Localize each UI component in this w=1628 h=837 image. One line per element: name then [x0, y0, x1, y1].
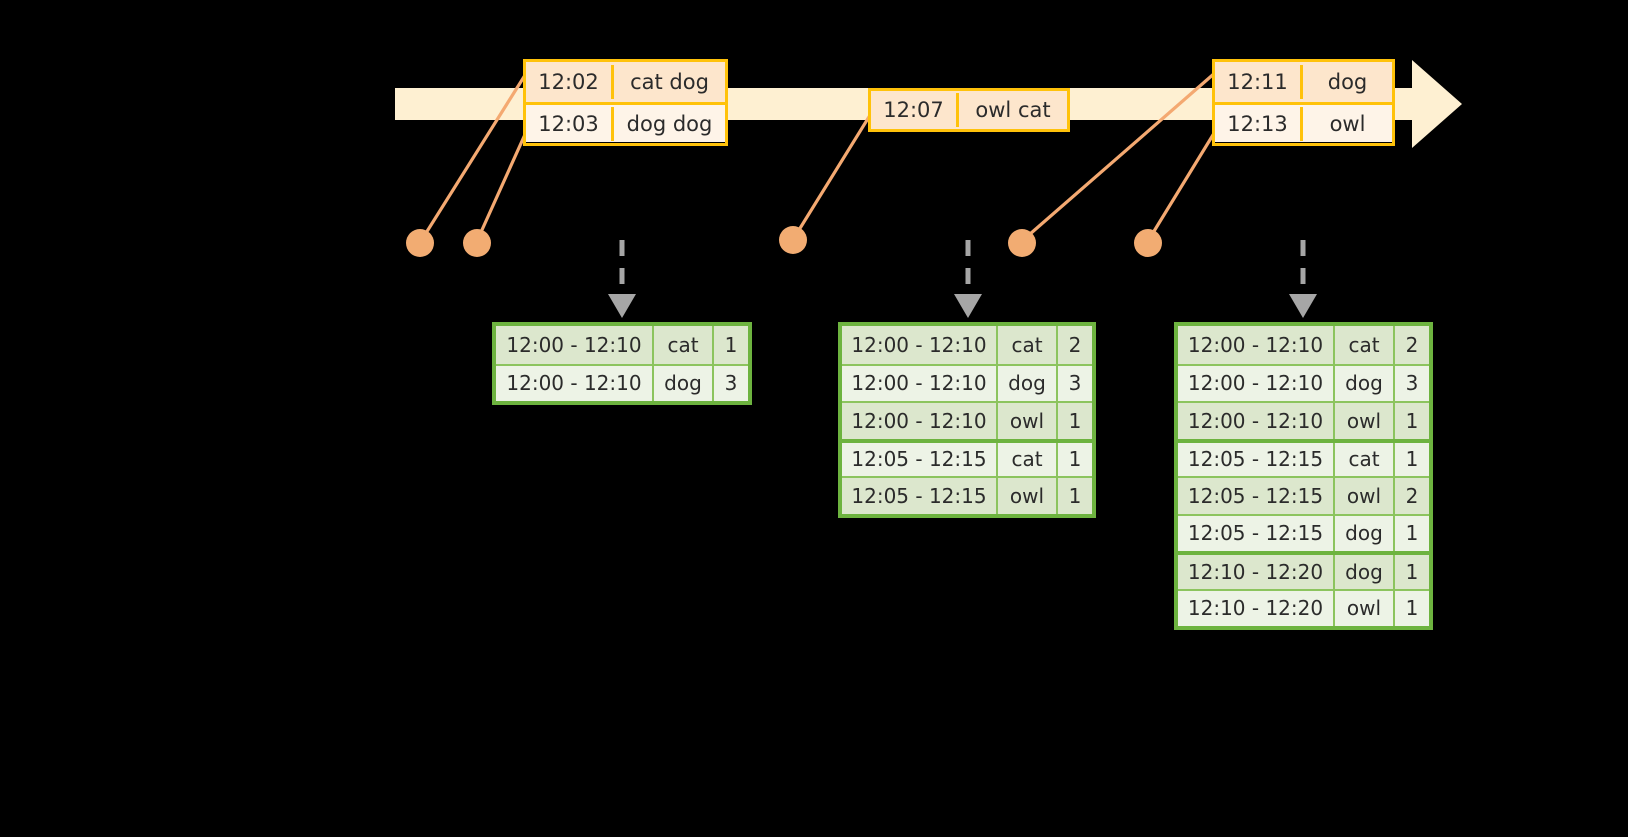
- cell-window: 12:00 - 12:10: [496, 365, 654, 401]
- event-box-group-3: 12:11 dog 12:13 owl: [1212, 59, 1395, 146]
- cell-word: owl: [1335, 478, 1395, 514]
- cell-count: 1: [1068, 447, 1082, 472]
- event-time: 12:03: [526, 106, 614, 141]
- event-value: dog dog: [626, 111, 713, 136]
- cell-count: 2: [1068, 332, 1082, 357]
- cell-window: 12:10 - 12:20: [1178, 555, 1335, 589]
- cell-word: cat: [654, 326, 714, 364]
- event-time: 12:07: [871, 93, 959, 127]
- cell-word: dog: [1335, 515, 1395, 551]
- event-row: 12:02 cat dog: [526, 62, 725, 102]
- cell-window: 12:00 - 12:10: [842, 326, 998, 364]
- event-time: 12:13: [1215, 106, 1303, 141]
- cell-count: 1: [1405, 559, 1419, 584]
- cell-word: dog: [998, 365, 1058, 401]
- event-box-group-1: 12:02 cat dog 12:03 dog dog: [523, 59, 728, 146]
- event-row: 12:13 owl: [1215, 102, 1392, 142]
- cell-word: cat: [1335, 326, 1395, 364]
- cell-window: 12:05 - 12:15: [842, 442, 998, 476]
- cell-window: 12:00 - 12:10: [842, 403, 998, 439]
- event-row: 12:11 dog: [1215, 62, 1392, 102]
- cell-word: owl: [1335, 590, 1395, 626]
- cell-word: cat: [998, 442, 1058, 476]
- cell-word: dog: [654, 365, 714, 401]
- cell-count: 1: [1068, 483, 1082, 508]
- event-value: owl: [1329, 111, 1366, 136]
- dashed-arrows: [619, 240, 1306, 298]
- dot-1207: [779, 226, 807, 254]
- cell-count: 1: [1405, 521, 1419, 546]
- dot-1213: [1134, 229, 1162, 257]
- cell-window: 12:00 - 12:10: [842, 365, 998, 401]
- cell-count: 1: [1405, 447, 1419, 472]
- event-value: owl cat: [975, 98, 1051, 122]
- cell-word: owl: [998, 478, 1058, 514]
- event-box-group-2: 12:07 owl cat: [868, 88, 1070, 132]
- dot-1202-a: [406, 229, 434, 257]
- cell-window: 12:10 - 12:20: [1178, 590, 1335, 626]
- event-row: 12:07 owl cat: [871, 91, 1067, 129]
- cell-word: cat: [998, 326, 1058, 364]
- connector-dots: [406, 226, 1162, 257]
- event-value: cat dog: [630, 70, 709, 94]
- cell-count: 3: [724, 371, 738, 396]
- dot-1203-b: [463, 229, 491, 257]
- cell-word: dog: [1335, 365, 1395, 401]
- cell-count: 1: [1068, 408, 1082, 433]
- cell-window: 12:05 - 12:15: [1178, 515, 1335, 551]
- event-value: dog: [1327, 70, 1368, 94]
- cell-window: 12:05 - 12:15: [1178, 478, 1335, 514]
- cell-window: 12:00 - 12:10: [1178, 403, 1335, 439]
- cell-window: 12:05 - 12:15: [842, 478, 998, 514]
- cell-word: dog: [1335, 555, 1395, 589]
- cell-word: cat: [1335, 442, 1395, 476]
- cell-count: 1: [1405, 596, 1419, 621]
- cell-window: 12:05 - 12:15: [1178, 442, 1335, 476]
- cell-word: owl: [1335, 403, 1395, 439]
- dot-1211: [1008, 229, 1036, 257]
- cell-word: owl: [998, 403, 1058, 439]
- cell-count: 2: [1405, 332, 1419, 357]
- cell-count: 3: [1405, 371, 1419, 396]
- cell-count: 3: [1068, 371, 1082, 396]
- cell-window: 12:00 - 12:10: [1178, 326, 1335, 364]
- event-time: 12:02: [526, 65, 614, 99]
- cell-count: 1: [724, 332, 738, 357]
- event-time: 12:11: [1215, 65, 1303, 99]
- cell-count: 1: [1405, 408, 1419, 433]
- cell-window: 12:00 - 12:10: [496, 326, 654, 364]
- event-row: 12:03 dog dog: [526, 102, 725, 142]
- cell-window: 12:00 - 12:10: [1178, 365, 1335, 401]
- cell-count: 2: [1405, 483, 1419, 508]
- dashed-arrowheads: [608, 294, 1317, 318]
